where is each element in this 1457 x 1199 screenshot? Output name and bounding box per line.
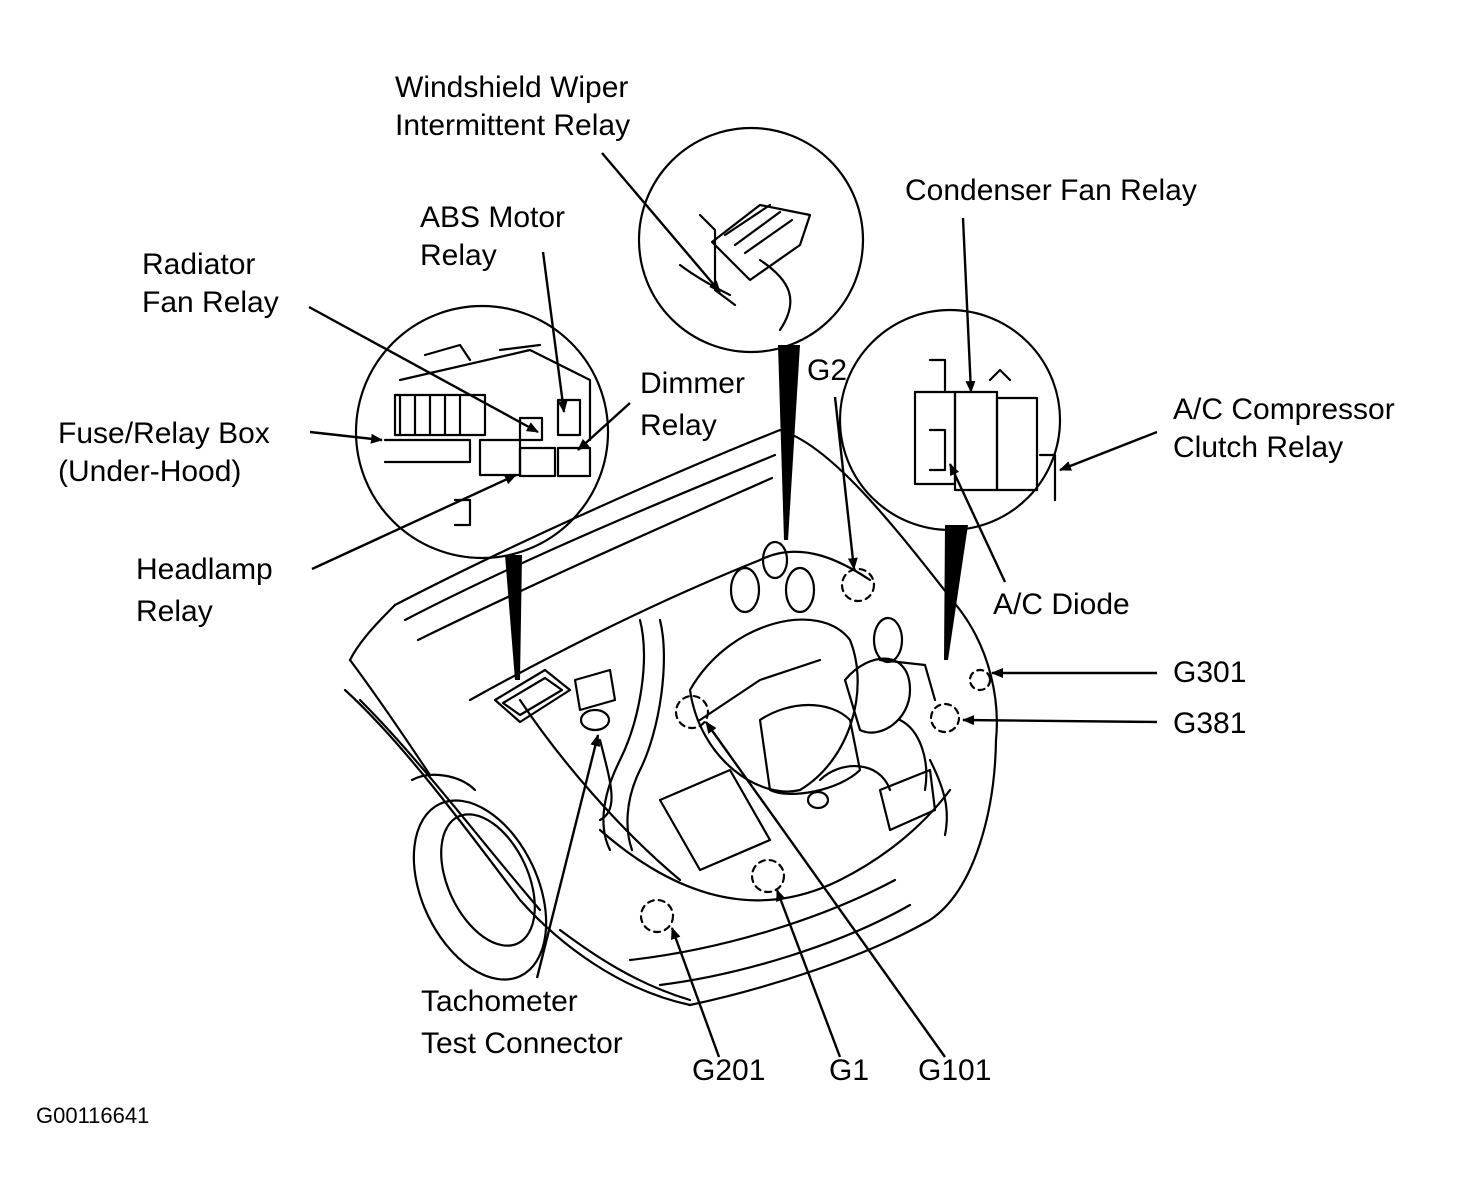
- wiper-relay-label-line2: Intermittent Relay: [395, 109, 631, 142]
- arrow-fusebox: [309, 430, 383, 444]
- fuse-box-location: [493, 668, 572, 724]
- dimmer-relay-label-line1: Dimmer: [640, 367, 745, 400]
- arrow-g381: [962, 715, 1158, 726]
- arrow-g2: [833, 396, 858, 570]
- condenser-fan-relay-label: Condenser Fan Relay: [905, 174, 1197, 207]
- abs-motor-relay-label-line1: ABS Motor: [420, 201, 566, 234]
- g1-ground: [750, 858, 786, 894]
- g301-label: G301: [1173, 656, 1247, 689]
- g1-label: G1: [829, 1054, 870, 1087]
- wiper-relay-label-line1: Windshield Wiper: [395, 71, 629, 104]
- g201-ground: [639, 898, 675, 934]
- car-body-outline: [343, 428, 998, 1007]
- arrow-abs: [541, 251, 568, 413]
- g101-ground: [674, 694, 710, 730]
- arrow-ac-diode: [948, 463, 1007, 583]
- g201-label: G201: [692, 1054, 766, 1087]
- ac-compressor-label-line1: A/C Compressor: [1173, 393, 1395, 426]
- engine-components: [573, 540, 937, 872]
- fuse-relay-box-label: Fuse/Relay Box (Under-Hood): [58, 415, 270, 491]
- leader-arrows: [308, 152, 1158, 1058]
- arrow-dimmer: [577, 402, 631, 451]
- arrow-wiper: [601, 152, 721, 293]
- ac-compressor-label-line2: Clutch Relay: [1173, 431, 1344, 464]
- g381-label: G381: [1173, 707, 1247, 740]
- radiator-fan-relay-label: Radiator Fan Relay: [142, 246, 279, 322]
- tachometer-label-line2: Test Connector: [421, 1027, 623, 1060]
- figure-code: G00116641: [36, 1103, 150, 1128]
- headlamp-relay-label: Headlamp Relay: [136, 549, 273, 633]
- headlamp-relay-label-line1: Headlamp: [136, 553, 273, 586]
- arrow-g201: [670, 927, 721, 1058]
- callout-circle-fusebox: [354, 304, 610, 560]
- ac-diode-label: A/C Diode: [993, 588, 1130, 621]
- callout-circle-relay-cluster: [838, 308, 1062, 532]
- arrow-g1: [775, 889, 842, 1058]
- callout-funnels: [505, 345, 968, 680]
- fuse-relay-box-label-line2: (Under-Hood): [58, 455, 242, 488]
- abs-motor-relay-label: ABS Motor Relay: [420, 199, 565, 275]
- g381-ground: [929, 702, 961, 734]
- arrow-g101: [705, 721, 946, 1058]
- radiator-fan-relay-label-line1: Radiator: [142, 248, 256, 281]
- g2-label: G2: [807, 354, 848, 387]
- ac-compressor-clutch-relay-label: A/C Compressor Clutch Relay: [1173, 391, 1395, 467]
- g301-ground: [968, 668, 992, 692]
- arrow-ac-comp: [1059, 430, 1158, 472]
- callout-circle-wiper-relay: [637, 126, 865, 354]
- arrow-radiator: [308, 305, 539, 434]
- g101-label: G101: [918, 1054, 992, 1087]
- front-wheel: [410, 773, 548, 981]
- wiper-relay-label: Windshield Wiper Intermittent Relay: [395, 69, 630, 145]
- ground-points: [639, 567, 992, 934]
- radiator-fan-relay-label-line2: Fan Relay: [142, 286, 279, 319]
- dimmer-relay-label-line2: Relay: [640, 409, 717, 442]
- dimmer-relay-label: Dimmer Relay: [640, 363, 745, 447]
- g2-ground: [840, 567, 876, 603]
- arrow-condenser: [961, 217, 976, 393]
- arrow-headlamp: [311, 473, 517, 571]
- headlamp-relay-label-line2: Relay: [136, 595, 213, 628]
- arrow-tach: [535, 734, 601, 979]
- fuse-relay-box-label-line1: Fuse/Relay Box: [58, 417, 270, 450]
- tachometer-test-connector-label: Tachometer Test Connector: [421, 981, 623, 1065]
- abs-motor-relay-label-line2: Relay: [420, 239, 497, 272]
- tachometer-label-line1: Tachometer: [421, 985, 578, 1018]
